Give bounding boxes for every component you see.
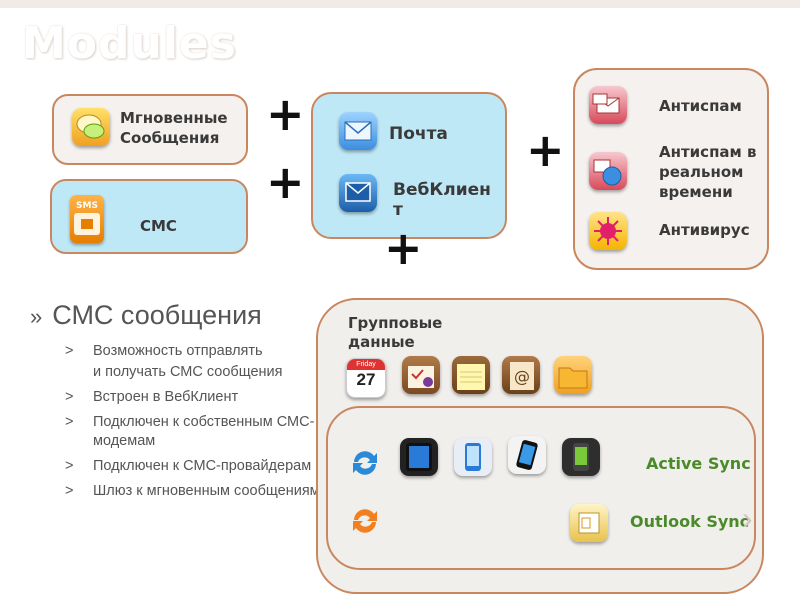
folder-icon — [554, 356, 592, 394]
chat-icon — [72, 108, 110, 146]
mail-label: Почта — [389, 124, 448, 144]
im-label: Мгновенные Сообщения — [120, 109, 228, 147]
sms-module-box[interactable]: SMS СМС — [50, 179, 248, 254]
calendar-day: 27 — [356, 370, 376, 389]
sync-blue-icon — [346, 444, 384, 482]
svg-text:@: @ — [514, 367, 530, 386]
next-chevron-icon[interactable]: › — [742, 500, 753, 536]
list-item: > Возможность отправлять — [65, 342, 330, 361]
tasks-icon — [402, 356, 440, 394]
plus-sign-2: + — [266, 155, 305, 209]
slide-title: Modules — [22, 18, 237, 69]
item-text: Шлюз к мгновенным сообщениям — [93, 483, 320, 499]
top-bar — [0, 0, 800, 8]
plus-sign-4: + — [526, 123, 565, 177]
sms-label: СМС — [140, 217, 177, 235]
item-marker: > — [65, 483, 74, 499]
im-module-box[interactable]: Мгновенные Сообщения — [52, 94, 248, 165]
item-text: и получать СМС сообщения — [93, 364, 283, 380]
security-module-box[interactable]: Антиспам Антиспам в реальном времени Ант… — [573, 68, 769, 270]
item-text: Подключен к собственным СМС-модемам — [93, 414, 315, 449]
antispam-realtime-label: Антиспам в реальном времени — [659, 143, 757, 201]
notes-icon — [452, 356, 490, 394]
outlook-icon — [570, 504, 608, 542]
plus-sign-3: + — [384, 221, 423, 275]
list-item: > Шлюз к мгновенным сообщениям — [65, 482, 330, 501]
mail-module-box[interactable]: Почта ВебКлиент — [311, 92, 507, 239]
phone-icon — [454, 438, 492, 476]
item-marker: > — [65, 389, 74, 405]
antivirus-icon — [589, 212, 627, 250]
contacts-icon: @ — [502, 356, 540, 394]
antispam-icon — [589, 86, 627, 124]
svg-text:SMS: SMS — [76, 201, 98, 211]
sms-feature-list: > Возможность отправлять и получать СМС с… — [65, 342, 330, 507]
plus-sign-1: + — [266, 87, 305, 141]
active-sync-label: Active Sync — [646, 454, 751, 473]
list-item: > Подключен к собственным СМС-модемам — [65, 413, 330, 451]
antispam-realtime-icon — [589, 152, 627, 190]
iphone-icon — [508, 436, 546, 474]
group-data-label: Групповые данные — [348, 314, 443, 351]
item-marker: > — [65, 343, 74, 359]
heading-marker: » — [30, 304, 43, 329]
item-marker: > — [65, 414, 74, 430]
list-item: > Подключен к СМС-провайдерам — [65, 457, 330, 476]
calendar-month: Friday — [347, 359, 385, 370]
android-phone-icon — [562, 438, 600, 476]
item-text: Встроен в ВебКлиент — [93, 389, 239, 405]
mail-icon — [339, 112, 377, 150]
calendar-icon: Friday 27 — [346, 358, 386, 398]
item-text: Возможность отправлять — [93, 343, 263, 359]
item-text: Подключен к СМС-провайдерам — [93, 458, 312, 474]
ipad-icon — [400, 438, 438, 476]
item-marker: > — [65, 458, 74, 474]
antivirus-label: Антивирус — [659, 221, 750, 239]
webclient-icon — [339, 174, 377, 212]
outlook-sync-label: Outlook Sync — [630, 512, 750, 531]
sms-icon: SMS — [70, 195, 104, 243]
list-item: и получать СМС сообщения — [65, 363, 330, 382]
list-item: > Встроен в ВебКлиент — [65, 388, 330, 407]
sync-orange-icon — [346, 502, 384, 540]
webclient-label: ВебКлиент — [393, 180, 491, 220]
antispam-label: Антиспам — [659, 97, 742, 115]
group-data-box[interactable]: Групповые данные Friday 27 @ Active Sync — [316, 298, 764, 594]
heading-text: СМС сообщения — [52, 300, 262, 330]
sms-section-heading: » СМС сообщения — [30, 300, 262, 331]
sync-box[interactable]: Active Sync Outlook Sync — [326, 406, 756, 570]
